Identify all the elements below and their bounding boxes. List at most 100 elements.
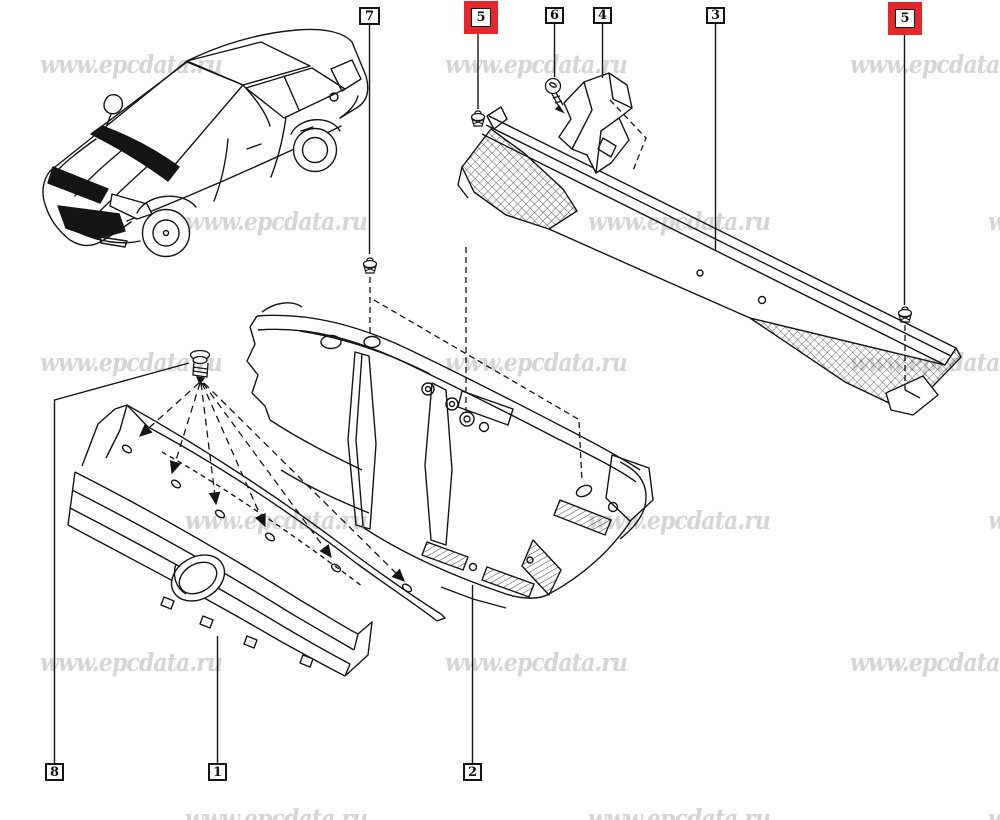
panel-grommet	[478, 421, 490, 433]
callout-box-3[interactable]: 3	[706, 7, 725, 24]
panel-right-curve	[619, 461, 647, 540]
screw-thread	[192, 366, 208, 374]
watermark-text: www.epcdata.ru	[850, 50, 1000, 79]
car-rear-bumper	[339, 95, 359, 119]
clip-part7	[362, 257, 378, 274]
panel-pillar-line	[355, 353, 364, 527]
callout-box-2[interactable]: 2	[463, 763, 482, 781]
grille-tab	[299, 654, 314, 668]
car-thumbnail	[42, 28, 369, 258]
fan-arrow	[139, 382, 200, 437]
car-fog-slot	[99, 236, 128, 248]
clip-part5-right	[897, 306, 913, 323]
grille-left-cap	[67, 471, 76, 526]
car-mirror	[103, 94, 124, 115]
cowl-left-tail	[457, 166, 469, 199]
diagram-path	[899, 315, 911, 321]
callout-box-4[interactable]: 4	[593, 7, 612, 24]
panel-lower-line	[269, 419, 363, 471]
screw-part6	[544, 77, 565, 114]
fan-arrow	[202, 382, 332, 559]
diagram-path	[463, 415, 471, 423]
screw-tip	[195, 376, 206, 386]
grille-mount-hole	[170, 479, 182, 489]
diagram-path	[472, 119, 484, 125]
callout-label: 5	[895, 9, 915, 28]
callout-box-5-highlighted[interactable]: 5	[888, 2, 922, 35]
panel-hole	[320, 334, 342, 350]
panel-lower-line	[280, 469, 370, 514]
leader-line-8	[53, 362, 190, 763]
cowl-left-mesh	[461, 128, 578, 230]
fan-arrow	[203, 382, 405, 582]
cowl-pivot-hole	[696, 269, 704, 277]
grille-mount-hole	[264, 532, 276, 542]
callout-box-8[interactable]: 8	[45, 763, 64, 781]
bracket-outline	[558, 72, 633, 174]
screw-head	[544, 77, 562, 95]
car-door-line-front	[213, 138, 229, 202]
diagram-path	[470, 116, 486, 127]
car-taillight	[330, 59, 362, 92]
watermark-text: www.epcdata.ru	[445, 50, 628, 79]
diagram-path	[362, 263, 378, 274]
watermark-text: www.epcdata.ru	[850, 648, 1000, 677]
bracket-part4	[558, 72, 633, 174]
grille-mount-hole	[214, 509, 226, 519]
car-hood-crease	[98, 162, 152, 213]
panel-bottom-hole	[468, 562, 478, 572]
dashed-alignment-lines	[369, 99, 906, 483]
panel-seal-line	[299, 330, 431, 375]
grille-left-fin	[81, 404, 149, 467]
cowl-top-edge	[488, 115, 957, 349]
car-front-wheel-arch	[136, 195, 197, 214]
grille-tab	[199, 615, 214, 629]
callout-box-6[interactable]: 6	[545, 7, 564, 24]
car-bumper-highlight	[57, 205, 126, 240]
panel-right-tab	[605, 454, 654, 522]
panel-grommet	[445, 397, 459, 411]
bracket-slot	[597, 137, 617, 158]
car-door-line-rear	[270, 116, 287, 178]
fan-arrow	[201, 382, 266, 528]
car-door-handle	[246, 143, 262, 150]
dash-bracket-to-cowl	[609, 99, 647, 174]
panel-pillar	[347, 351, 377, 530]
car-bumper-lip	[79, 232, 141, 244]
grille-tab	[160, 596, 175, 610]
screw-thread	[551, 92, 564, 108]
callout-box-7[interactable]: 7	[359, 7, 380, 25]
cowl-panel-part3	[457, 106, 962, 416]
panel-pillar	[424, 382, 453, 546]
grille-band-tip	[436, 613, 446, 622]
grille-right-endplate	[344, 621, 373, 677]
diagram-path	[448, 400, 456, 408]
cowl-wiper-slot	[485, 124, 952, 357]
grille-emblem-arc	[173, 563, 187, 595]
car-front-rim	[152, 219, 180, 247]
bracket-facet	[608, 72, 633, 109]
panel-top-rail	[256, 314, 641, 471]
grille-emblem-outer	[170, 554, 226, 602]
panel-oval-hole	[575, 484, 593, 498]
car-headlight	[109, 193, 153, 220]
callout-box-5-highlighted[interactable]: 5	[464, 1, 498, 34]
grille-slat	[74, 471, 359, 635]
bracket-facet	[595, 117, 620, 174]
grille-slat	[69, 507, 351, 665]
panel-grommet	[459, 411, 475, 427]
watermark-text: www.epcdata.ru	[988, 207, 1000, 236]
car-grille-highlight	[47, 166, 109, 204]
cowl-bottom-edge	[548, 228, 751, 319]
car-roof-panel	[186, 41, 311, 86]
car-mirror-stalk	[106, 113, 112, 126]
panel-hole	[363, 335, 381, 349]
panel-end-plate	[521, 539, 562, 596]
watermark-text: www.epcdata.ru	[185, 804, 368, 820]
screw-shank	[192, 361, 209, 378]
grille-left-fin-crease	[105, 404, 128, 459]
watermark-text: www.epcdata.ru	[40, 648, 223, 677]
watermark-text: www.epcdata.ru	[988, 804, 1000, 820]
callout-box-1[interactable]: 1	[208, 763, 227, 781]
